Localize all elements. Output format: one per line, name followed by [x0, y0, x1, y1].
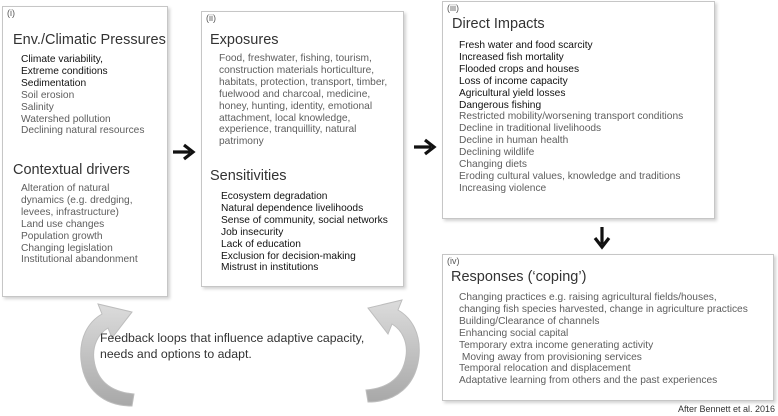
heading-contextual-drivers: Contextual drivers: [13, 162, 130, 178]
list-item: Salinity: [21, 101, 54, 113]
heading-direct-impacts: Direct Impacts: [452, 16, 545, 32]
curved-feedback-arrow-right-icon: [365, 299, 420, 403]
arrow-right-icon: [414, 138, 437, 156]
list-item: Building/Clearance of channels: [459, 315, 600, 327]
citation: After Bennett et al. 2016: [678, 404, 776, 414]
box-number: (ii): [206, 13, 216, 23]
list-item: Agricultural yield losses: [459, 87, 566, 99]
list-item: Increased fish mortality: [459, 51, 564, 63]
list-item: Mistrust in institutions: [221, 262, 319, 274]
heading-responses: Responses (‘coping’): [451, 269, 587, 285]
list-item: Land use changes: [21, 218, 105, 230]
list-item: Increasing violence: [459, 182, 547, 194]
curved-feedback-arrow-left-icon: [80, 303, 135, 407]
list-item: Flooded crops and houses: [459, 63, 580, 75]
list-item: Alteration of natural: [21, 183, 110, 194]
box-responses: (iv) Responses (‘coping’) Changing pract…: [442, 254, 774, 401]
arrow-right-icon: [173, 143, 196, 161]
feedback-loops-caption: Feedback loops that influence adaptive c…: [100, 331, 364, 362]
text-line: attachment, local knowledge,: [219, 112, 351, 124]
list-item: Dangerous fishing: [459, 99, 542, 111]
list-item: Temporary extra income generating activi…: [459, 339, 654, 351]
caption-line: Feedback loops that influence adaptive c…: [100, 331, 365, 345]
list-item: Ecosystem degradation: [221, 191, 328, 202]
impacts-list: Fresh water and food scarcity Increased …: [459, 40, 683, 195]
heading-exposures: Exposures: [210, 32, 279, 48]
responses-list: Changing practices e.g. raising agricult…: [459, 292, 748, 387]
arrow-down-icon: [593, 227, 611, 250]
list-item: Changing practices e.g. raising agricult…: [459, 292, 717, 303]
text-line: habitats, protection, transport, timber,: [219, 76, 388, 88]
list-item: Enhancing social capital: [459, 327, 569, 339]
list-item: Climate variability,: [21, 54, 103, 65]
caption-line: needs and options to adapt.: [100, 346, 252, 361]
list-item: Changing diets: [459, 159, 527, 171]
list-item: Natural dependence livelihoods: [221, 202, 364, 214]
list-item: Temporal relocation and displacement: [459, 363, 631, 375]
box-direct-impacts: (iii) Direct Impacts Fresh water and foo…: [442, 1, 715, 219]
box-exposures-sensitivities: (ii) Exposures Food, freshwater, fishing…: [201, 11, 404, 287]
list-item: Job insecurity: [221, 226, 284, 238]
list-item: Institutional abandonment: [21, 254, 138, 266]
list-item: Moving away from provisioning services: [459, 351, 642, 363]
list-item: Watershed pollution: [21, 113, 111, 125]
list-item: Fresh water and food scarcity: [459, 40, 593, 51]
box-number: (iii): [447, 3, 459, 13]
list-item: Exclusion for decision-making: [221, 250, 356, 262]
text-line: Food, freshwater, fishing, tourism,: [219, 53, 372, 64]
pressures-list: Climate variability, Extreme conditions …: [21, 54, 144, 137]
list-item: Restricted mobility/worsening transport …: [459, 111, 684, 123]
text-line: patrimony: [219, 136, 264, 148]
list-item: Loss of income capacity: [459, 75, 568, 87]
list-item: Decline in human health: [459, 135, 569, 147]
heading-env-climatic-pressures: Env./Climatic Pressures: [13, 32, 166, 48]
box-number: (iv): [447, 256, 460, 266]
list-item: Soil erosion: [21, 89, 75, 101]
list-item: Extreme conditions: [21, 65, 108, 77]
list-item: Declining wildlife: [459, 147, 535, 159]
heading-sensitivities: Sensitivities: [210, 168, 287, 184]
list-item: changing fish species harvested, change …: [459, 303, 748, 315]
list-item: Sense of community, social networks: [221, 214, 388, 226]
list-item: levees, infrastructure): [21, 206, 119, 218]
list-item: Sedimentation: [21, 77, 87, 89]
drivers-list: Alteration of natural dynamics (e.g. dre…: [21, 183, 138, 266]
text-line: honey, hunting, identity, emotional: [219, 100, 373, 112]
text-line: experience, tranquillity, natural: [219, 124, 357, 136]
exposures-text: Food, freshwater, fishing, tourism, cons…: [219, 53, 387, 148]
text-line: fuelwood and charcoal, medicine,: [219, 88, 371, 100]
list-item: Decline in traditional livelihoods: [459, 123, 602, 135]
list-item: Adaptative learning from others and the …: [459, 375, 718, 387]
list-item: Eroding cultural values, knowledge and t…: [459, 170, 681, 182]
list-item: Population growth: [21, 230, 103, 242]
sensitivities-list: Ecosystem degradation Natural dependence…: [221, 191, 388, 274]
list-item: Declining natural resources: [21, 125, 145, 137]
box-env-climatic-pressures: (i) Env./Climatic Pressures Climate vari…: [2, 6, 168, 297]
box-number: (i): [7, 8, 15, 18]
text-line: construction materials horticulture,: [219, 64, 375, 76]
list-item: Lack of education: [221, 238, 301, 250]
list-item: dynamics (e.g. dredging,: [21, 194, 133, 206]
list-item: Changing legislation: [21, 242, 113, 254]
